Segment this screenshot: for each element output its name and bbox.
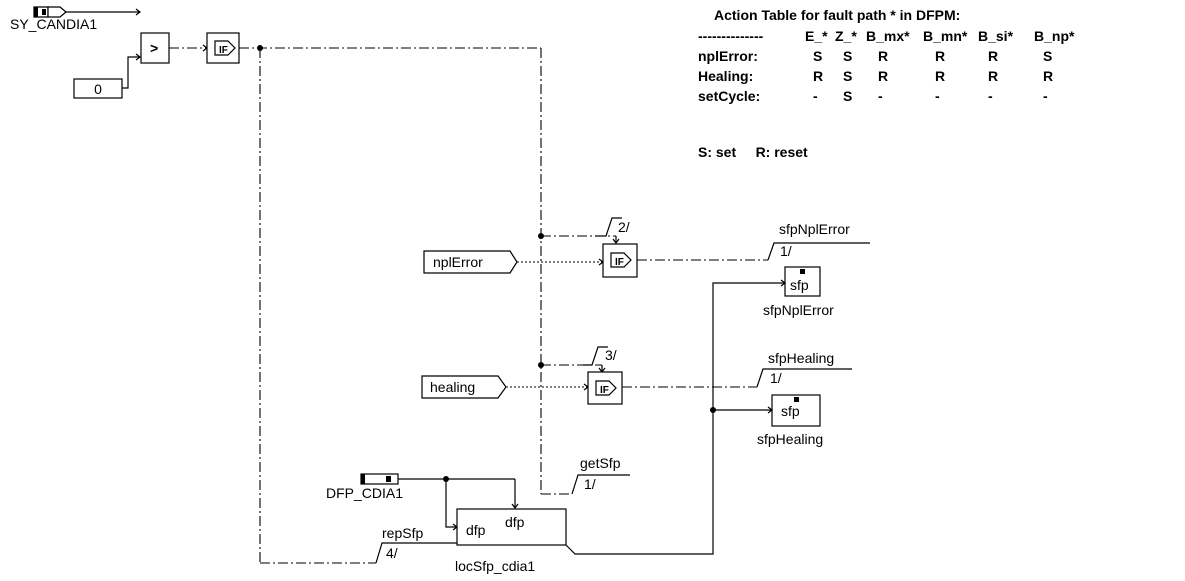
if-healing-label: IF bbox=[600, 385, 609, 396]
action-table-row-label: nplError: bbox=[698, 48, 758, 64]
port-npl-idx: 1/ bbox=[780, 243, 792, 259]
action-table-header-cell: B_mx* bbox=[866, 28, 910, 44]
action-table-header-cell: E_* bbox=[805, 28, 828, 44]
action-table-cell: R bbox=[1043, 68, 1053, 84]
action-table-cell: S bbox=[843, 68, 852, 84]
constant-zero-value: 0 bbox=[94, 81, 102, 97]
if-block-npl-error: IF bbox=[602, 243, 638, 278]
action-table-cell: R bbox=[878, 68, 888, 84]
input-npl-error-label: nplError bbox=[433, 254, 483, 270]
if-main-label: IF bbox=[219, 45, 228, 56]
input-healing: healing bbox=[421, 375, 507, 399]
action-table-cell: - bbox=[1043, 88, 1048, 104]
input-dfp-cdia1 bbox=[360, 473, 399, 485]
label-dfp-cdia1: DFP_CDIA1 bbox=[326, 485, 403, 501]
sfp-block-healing: sfp bbox=[771, 394, 821, 427]
sfp-npl-label: sfp bbox=[790, 277, 809, 293]
input-sy-candia1 bbox=[33, 6, 67, 18]
action-table-cell: S bbox=[843, 48, 852, 64]
dfp-left-label: dfp bbox=[466, 522, 486, 538]
action-table-header-cell: B_mn* bbox=[923, 28, 968, 44]
sfp-npl-caption: sfpNplError bbox=[763, 302, 834, 318]
input-npl-error: nplError bbox=[423, 250, 518, 274]
port-getsfp-idx: 1/ bbox=[584, 476, 596, 492]
action-table: Action Table for fault path * in DFPM: -… bbox=[698, 7, 1075, 160]
port-heal-name: sfpHealing bbox=[768, 350, 834, 366]
if-block-main: IF bbox=[206, 32, 240, 64]
dfp-top-label: dfp bbox=[505, 514, 525, 530]
compare-symbol: > bbox=[150, 40, 158, 56]
action-table-cell: R bbox=[878, 48, 888, 64]
sfp-heal-label: sfp bbox=[781, 403, 800, 419]
action-table-cell: - bbox=[878, 88, 883, 104]
port-repsfp-name: repSfp bbox=[382, 525, 423, 541]
action-table-cell: R bbox=[988, 48, 998, 64]
action-table-cell: S bbox=[843, 88, 852, 104]
action-table-cell: S bbox=[813, 48, 822, 64]
action-table-cell: - bbox=[935, 88, 940, 104]
action-table-cell: S bbox=[1043, 48, 1052, 64]
action-table-cell: R bbox=[935, 68, 945, 84]
action-table-cell: R bbox=[935, 48, 945, 64]
action-table-title: Action Table for fault path * in DFPM: bbox=[714, 7, 960, 23]
action-table-cell: R bbox=[988, 68, 998, 84]
action-table-legend: S: set R: reset bbox=[698, 144, 808, 160]
action-table-cell: - bbox=[813, 88, 818, 104]
constant-zero-block: 0 bbox=[73, 78, 123, 99]
port-npl-name: sfpNplError bbox=[779, 221, 850, 237]
port-if3: 3/ bbox=[605, 347, 617, 363]
loc-sfp-caption: locSfp_cdia1 bbox=[455, 558, 535, 574]
sfp-block-npl-error: sfp bbox=[784, 266, 821, 297]
action-table-header-cell: Z_* bbox=[835, 28, 857, 44]
port-getsfp-name: getSfp bbox=[580, 455, 621, 471]
label-sy-candia1: SY_CANDIA1 bbox=[10, 16, 97, 32]
sfp-heal-caption: sfpHealing bbox=[757, 431, 823, 447]
if-block-healing: IF bbox=[587, 371, 623, 405]
action-table-header-cell: B_si* bbox=[978, 28, 1014, 44]
port-heal-idx: 1/ bbox=[770, 370, 782, 386]
action-table-row-label: setCycle: bbox=[698, 88, 760, 104]
loc-sfp-block: dfp dfp bbox=[456, 508, 567, 546]
input-healing-label: healing bbox=[430, 379, 475, 395]
if-npl-label: IF bbox=[615, 257, 624, 268]
action-table-cell: R bbox=[813, 68, 823, 84]
action-table-cell: - bbox=[988, 88, 993, 104]
action-table-header-cell: B_np* bbox=[1034, 28, 1075, 44]
port-if2: 2/ bbox=[618, 219, 630, 235]
compare-block: > bbox=[140, 32, 170, 64]
port-repsfp-idx: 4/ bbox=[386, 545, 398, 561]
action-table-header-cell: -------------- bbox=[698, 28, 764, 44]
action-table-row-label: Healing: bbox=[698, 68, 753, 84]
